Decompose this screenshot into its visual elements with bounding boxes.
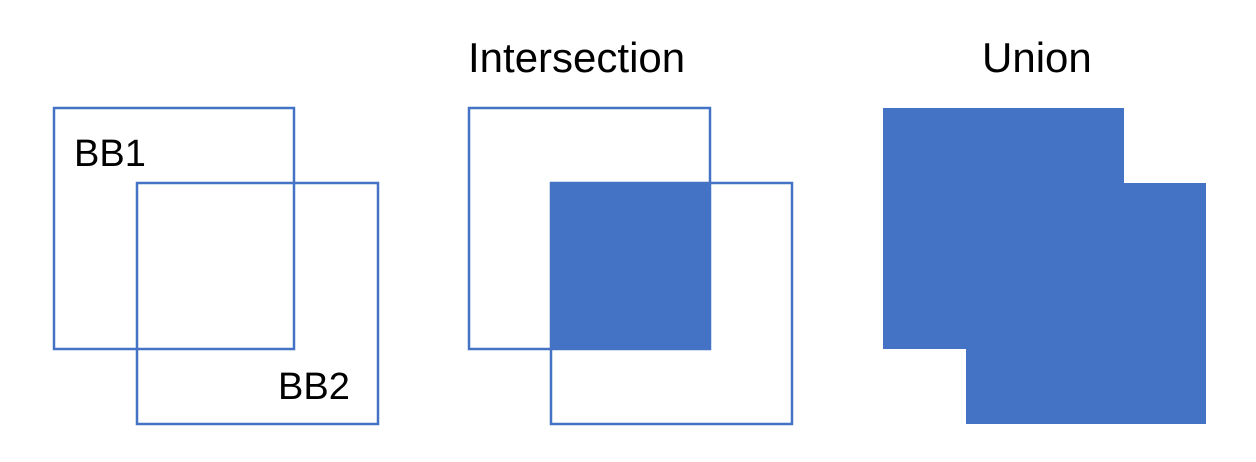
bb2-label: BB2 <box>278 366 350 408</box>
panel-boxes: BB1 BB2 <box>52 106 380 426</box>
intersection-bb1-box <box>467 106 712 351</box>
bb2-box <box>135 181 380 426</box>
bb1-box <box>52 106 296 351</box>
panel-intersection: Intersection <box>467 34 794 426</box>
union-bb2-area <box>966 183 1206 424</box>
bb1-label: BB1 <box>74 133 146 175</box>
union-title: Union <box>982 34 1092 81</box>
intersection-bb2-box <box>549 181 794 426</box>
panel-union: Union <box>883 34 1206 424</box>
intersection-title: Intersection <box>468 34 685 81</box>
intersection-area <box>551 183 710 349</box>
